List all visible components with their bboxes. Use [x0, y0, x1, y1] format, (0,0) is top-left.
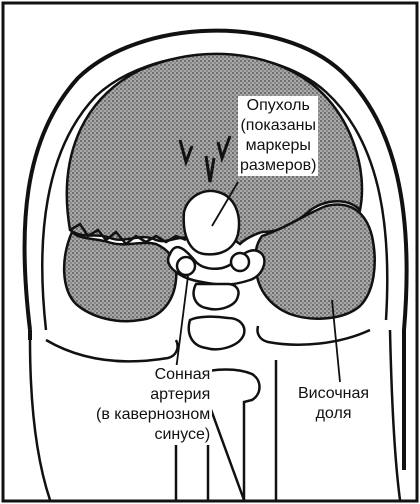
- carotid-artery-label: Сонная артерия (в кавернозном синусе): [94, 365, 212, 445]
- tumor-label-line-2: (показаны: [240, 116, 316, 136]
- central-bone-upper: [194, 284, 239, 309]
- left-skull-base: [46, 340, 178, 361]
- temporal-label-line-1: Височная: [298, 384, 369, 404]
- left-carotid-circle: [177, 257, 195, 275]
- carotid-leader: [176, 276, 188, 370]
- tumor-label-line-3: маркеры: [240, 136, 316, 156]
- tumor-label: Опухоль (показаны маркеры размеров): [238, 96, 318, 176]
- left-temporal-lobe: [64, 232, 176, 321]
- central-bone-middle: [189, 317, 245, 350]
- tumor: [184, 191, 239, 254]
- temporal-lobe-label: Височная доля: [296, 384, 371, 424]
- carotid-label-line-3: (в кавернозном: [96, 405, 210, 425]
- tumor-label-line-4: размеров): [240, 156, 316, 176]
- tumor-label-line-1: Опухоль: [240, 96, 316, 116]
- right-carotid-circle: [231, 253, 249, 271]
- left-jaw-line: [30, 340, 50, 500]
- carotid-label-line-4: синусе): [96, 425, 210, 445]
- carotid-label-line-2: артерия: [96, 385, 210, 405]
- temporal-label-line-2: доля: [298, 404, 369, 424]
- carotid-label-line-1: Сонная: [96, 365, 210, 385]
- right-jaw-line: [390, 330, 400, 500]
- right-skull-base: [257, 326, 370, 345]
